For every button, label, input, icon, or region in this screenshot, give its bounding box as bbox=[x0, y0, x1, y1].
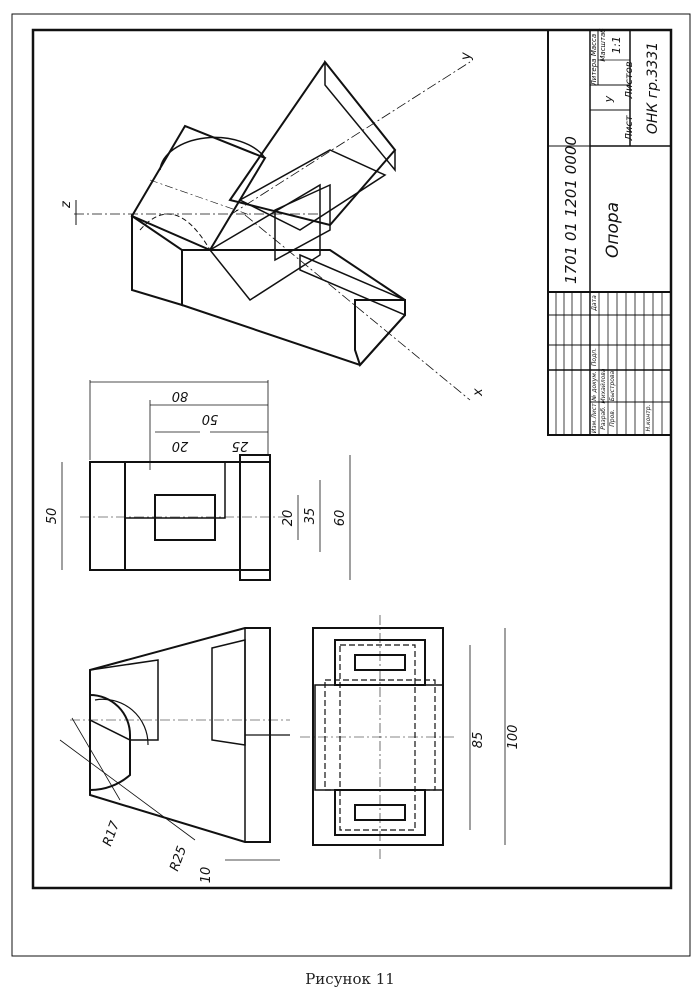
dim-35: 35 bbox=[303, 508, 318, 525]
rev-col-sign: Подп. bbox=[591, 348, 598, 366]
isometric-view: z y x bbox=[59, 52, 486, 401]
dim-r25: R25 bbox=[167, 844, 190, 873]
axis-y-label: y bbox=[459, 52, 474, 61]
dim-10: 10 bbox=[199, 867, 214, 884]
role-developer: Разраб. bbox=[600, 406, 607, 430]
dim-50b: 50 bbox=[202, 411, 219, 426]
front-view: R17 R25 10 bbox=[59, 627, 290, 884]
dim-100: 100 bbox=[506, 725, 521, 750]
side-view: 80 50 20 25 50 60 35 20 bbox=[45, 380, 351, 581]
dim-25: 25 bbox=[232, 438, 249, 453]
rev-col-date: Дата bbox=[591, 295, 598, 312]
dim-20b: 20 bbox=[172, 438, 189, 453]
title-block: 1701 01 1201 0000 Опора Литера Масса Мас… bbox=[547, 28, 672, 436]
role-checker: Пров. bbox=[609, 409, 616, 427]
dim-50: 50 bbox=[45, 508, 60, 525]
header-mass: Масса bbox=[590, 34, 598, 56]
axis-z-label: z bbox=[59, 200, 74, 209]
sheet-border bbox=[11, 13, 691, 957]
rev-col-doc: № докум. bbox=[591, 371, 598, 402]
rev-col-change: Изм. bbox=[591, 419, 598, 433]
axis-x-label: x bbox=[471, 388, 486, 397]
top-view: 85 100 bbox=[300, 615, 521, 860]
dim-60: 60 bbox=[333, 510, 348, 527]
dim-20: 20 bbox=[281, 510, 296, 527]
name-developer: Михайлова bbox=[600, 368, 607, 403]
figure-caption: Рисунок 11 bbox=[305, 970, 395, 988]
rev-col-sheet: Лист bbox=[591, 403, 598, 420]
header-scale: Масштаб bbox=[599, 28, 607, 62]
drawing-title: Опора bbox=[603, 202, 623, 258]
drawing-frame bbox=[31, 28, 673, 890]
dim-80: 80 bbox=[172, 388, 189, 403]
drawing-code: 1701 01 1201 0000 bbox=[562, 136, 580, 284]
role-norm: Н.контр. bbox=[645, 404, 652, 431]
dim-85: 85 bbox=[471, 732, 486, 749]
header-litera: Литера bbox=[590, 59, 598, 87]
organization: ОНК гр.3331 bbox=[645, 42, 661, 134]
sheets-label: Листов bbox=[624, 61, 635, 99]
scale-value: 1:1 bbox=[610, 36, 623, 54]
sheet-label: Лист bbox=[624, 114, 635, 142]
dim-r17: R17 bbox=[100, 819, 123, 849]
litera-value: у bbox=[602, 95, 615, 103]
name-checker: Быстрова bbox=[609, 371, 616, 402]
